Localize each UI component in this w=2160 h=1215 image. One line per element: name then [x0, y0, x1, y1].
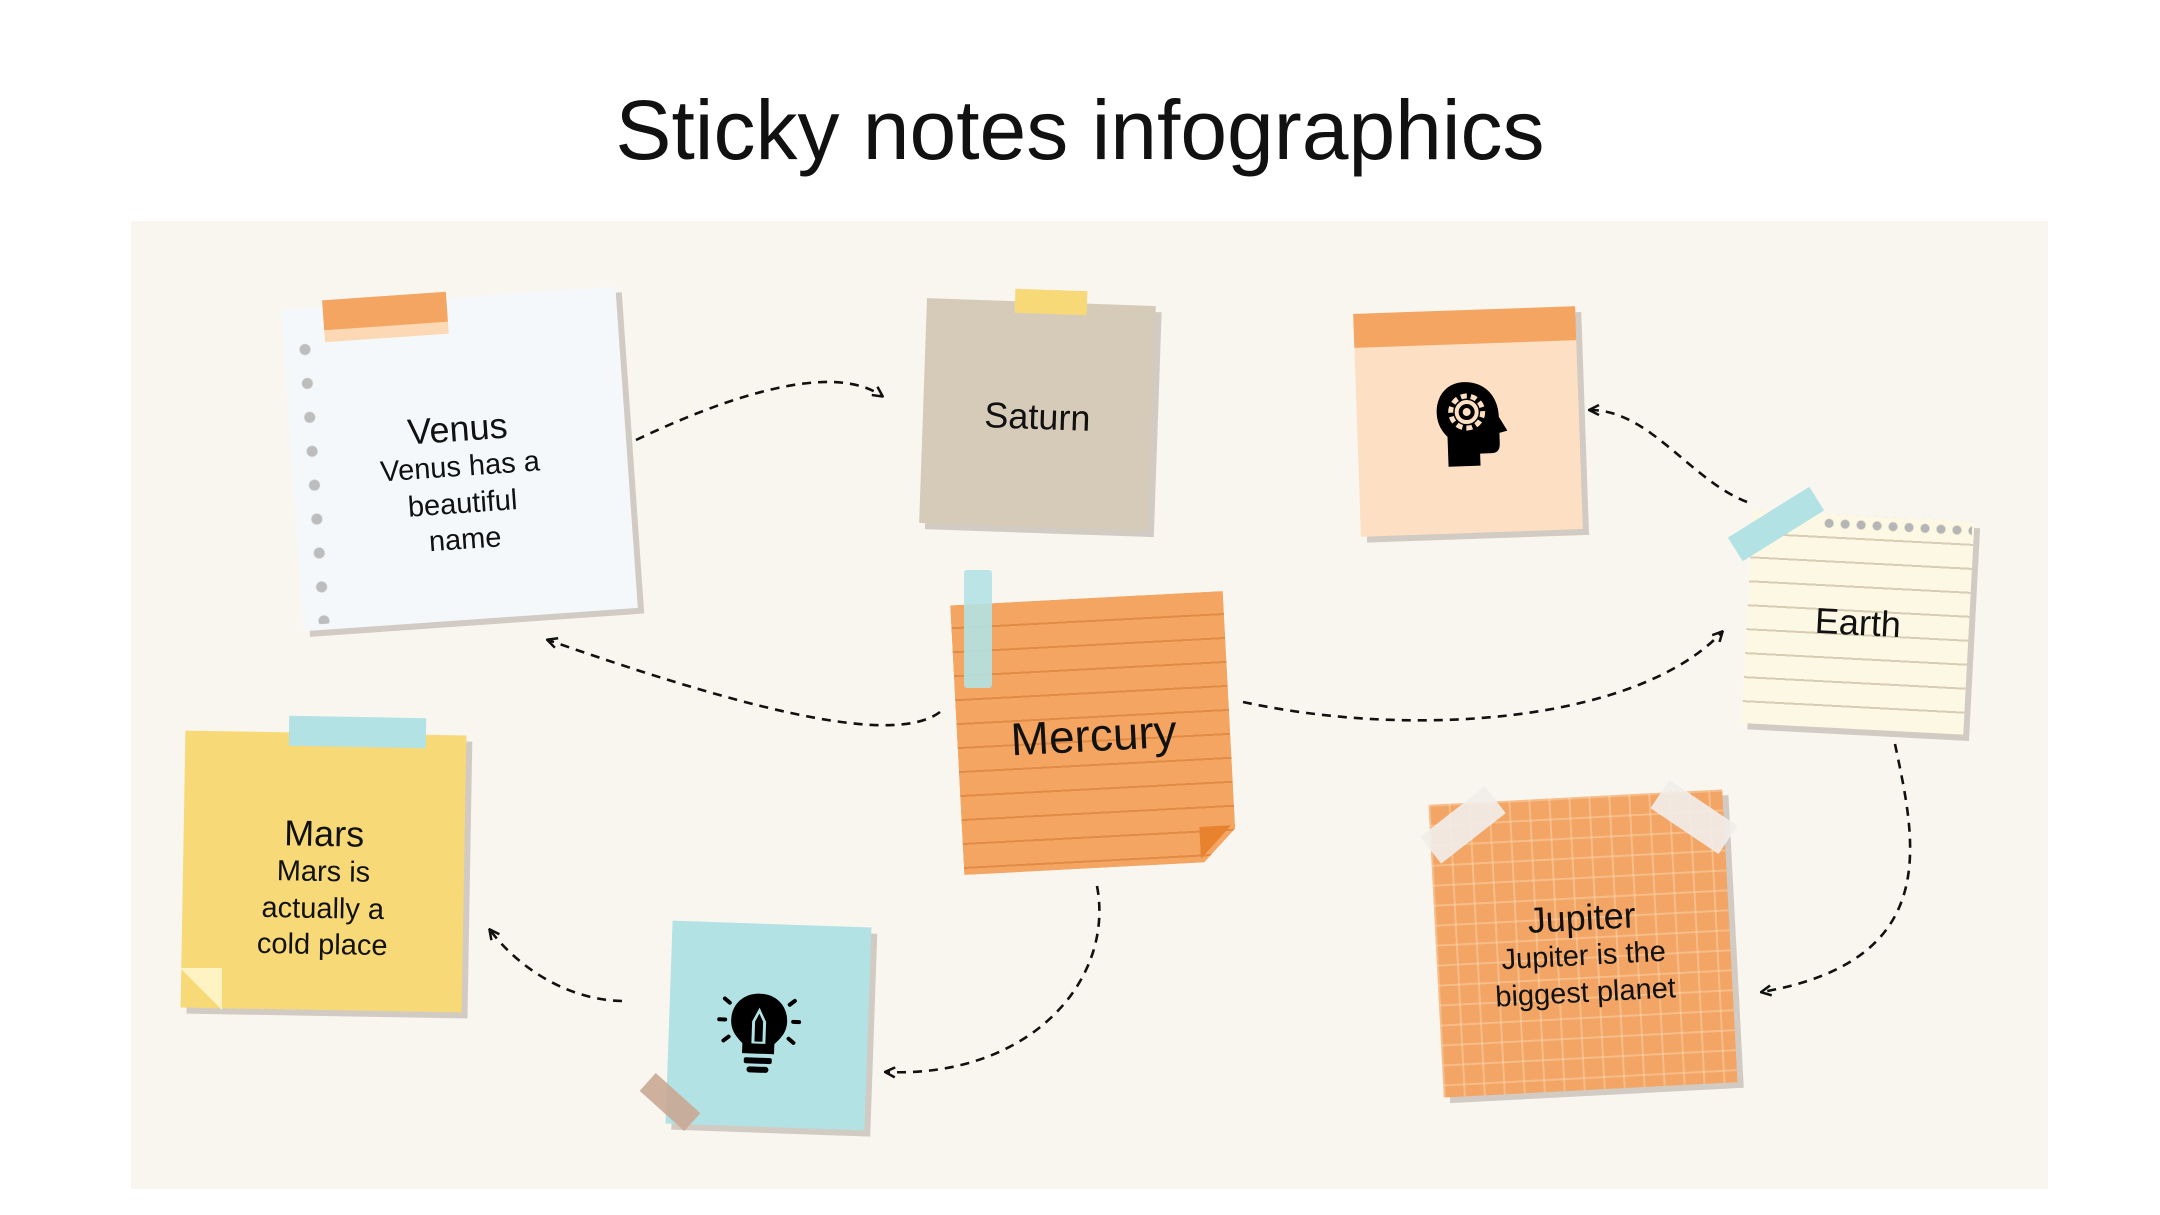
head-note-band: [1353, 306, 1577, 348]
earth-note: Earth: [1741, 510, 1975, 735]
jupiter-description: Jupiter is the biggest planet: [1494, 936, 1677, 1014]
saturn-tape: [1014, 288, 1088, 316]
mars-description: Mars is actually a cold place: [256, 855, 388, 963]
page-title: Sticky notes infographics: [615, 83, 1545, 177]
earth-heading: Earth: [1813, 599, 1903, 646]
lightbulb-pencil-icon: [713, 984, 804, 1084]
venus-description: Venus has a beautiful name: [379, 445, 541, 559]
saturn-heading: Saturn: [983, 394, 1092, 439]
venus-note: Venus Venus has a beautiful name: [281, 286, 638, 632]
mercury-heading: Mercury: [1009, 704, 1178, 766]
bulb-icon-note: [665, 920, 872, 1131]
saturn-note: Saturn: [919, 298, 1156, 531]
mars-tape: [288, 715, 427, 749]
mercury-tape: [964, 570, 992, 688]
head-icon-note: [1353, 306, 1583, 537]
mars-note: Mars Mars is actually a cold place: [180, 730, 467, 1013]
head-gear-icon: [1434, 379, 1513, 477]
mars-heading: Mars: [283, 812, 365, 855]
mercury-note: Mercury: [950, 591, 1237, 875]
